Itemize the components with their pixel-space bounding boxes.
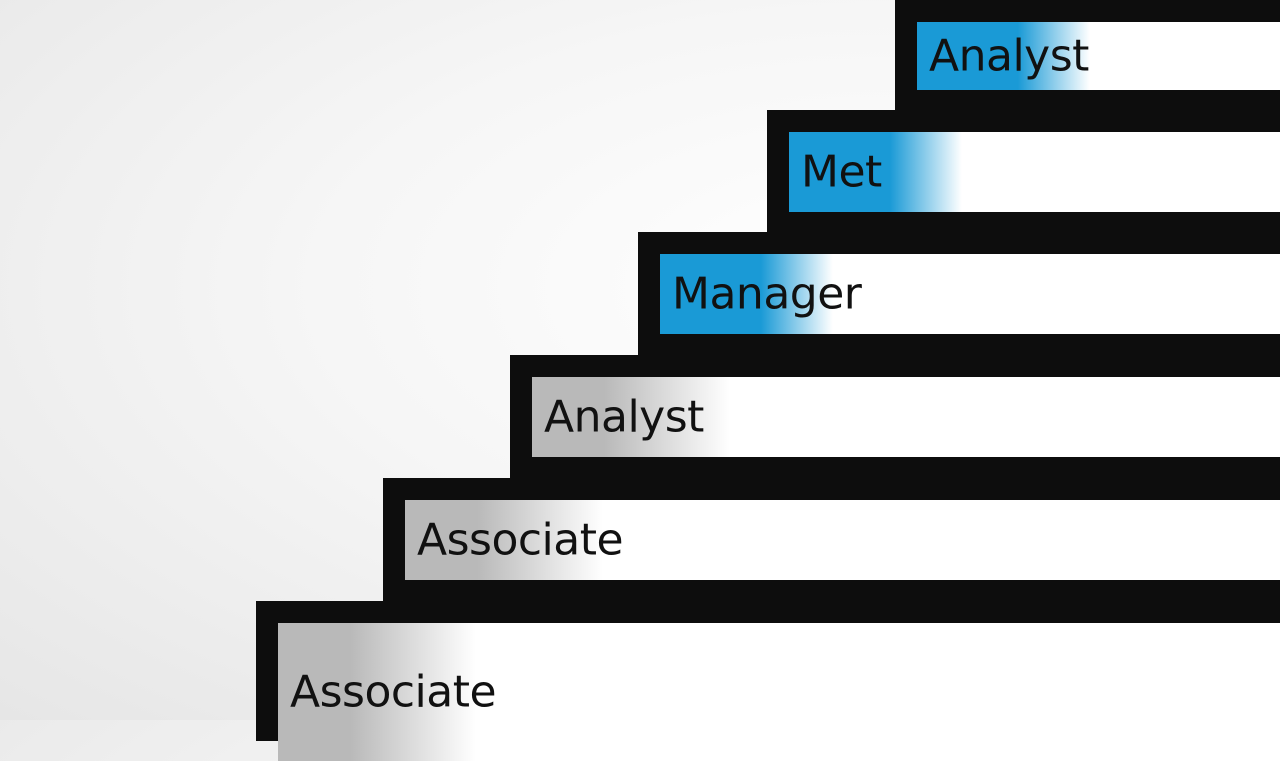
step-label: Analyst (544, 391, 704, 443)
step-label: Manager (672, 268, 862, 320)
step-panel: Analyst (532, 377, 1280, 457)
step-label: Met (801, 146, 882, 198)
step-panel: Associate (405, 500, 1280, 580)
step-accent-fade (660, 254, 1020, 334)
step-associate-bottom: Associate (256, 601, 1280, 761)
step-accent-fade (405, 500, 765, 580)
step-panel: Manager (660, 254, 1280, 334)
staircase-diagram: Associate Associate Analyst Manager Met … (256, 0, 1280, 761)
step-analyst: Analyst (510, 355, 1280, 479)
step-panel: Associate (278, 623, 1280, 761)
step-label: Analyst (929, 30, 1089, 82)
step-label: Associate (290, 666, 497, 718)
step-panel: Met (789, 132, 1280, 212)
step-label: Associate (417, 514, 624, 566)
step-accent-fade (917, 22, 1277, 90)
step-accent-fade (789, 132, 1149, 212)
step-panel: Analyst (917, 22, 1280, 90)
step-met: Met (767, 110, 1280, 234)
step-manager: Manager (638, 232, 1280, 356)
step-associate: Associate (383, 478, 1280, 602)
step-analyst-top: Analyst (895, 0, 1280, 112)
step-accent-fade (532, 377, 892, 457)
